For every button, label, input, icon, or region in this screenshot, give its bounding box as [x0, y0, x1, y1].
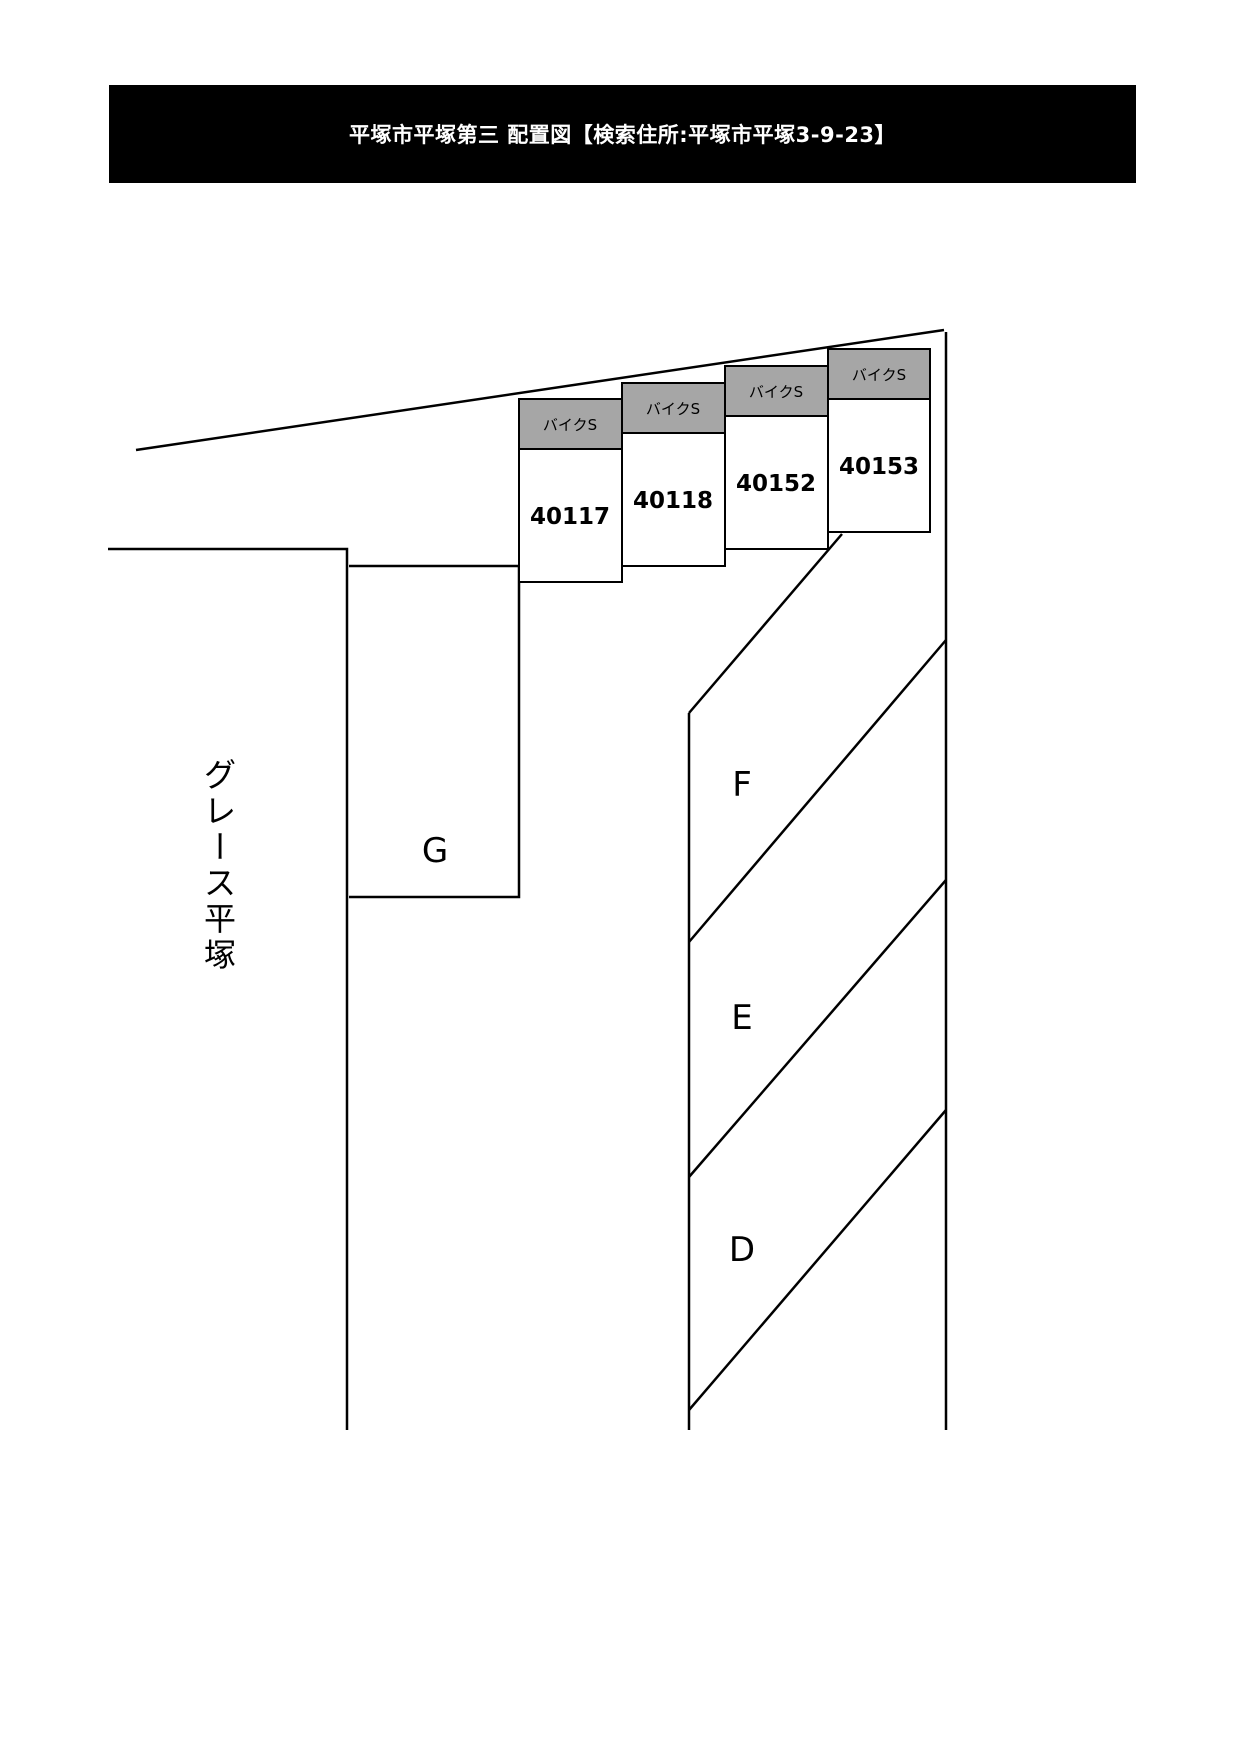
parking-slot: バイクS 40117 — [518, 398, 623, 583]
boundary-slanted-top — [135, 328, 945, 452]
slot-box — [621, 432, 726, 567]
bike-space-label: バイクS — [646, 400, 700, 418]
building-outline — [108, 547, 349, 1430]
bike-space-label: バイクS — [749, 383, 803, 401]
parking-slot: バイクS 40118 — [621, 382, 726, 567]
zone-label-d: D — [729, 1230, 755, 1270]
page-title: 平塚市平塚第三 配置図【検索住所:平塚市平塚3-9-23】 — [348, 123, 897, 147]
slot-number: 40118 — [633, 488, 713, 514]
bike-space — [724, 365, 829, 417]
zone-divider-d-bottom — [688, 1109, 947, 1411]
building-name-char: ー — [200, 830, 238, 862]
zone-divider-e-d — [688, 879, 947, 1178]
slot-number: 40152 — [736, 471, 816, 497]
building-name-char: ス — [204, 864, 236, 902]
building-name-char: レ — [204, 792, 236, 830]
building-name-char: 塚 — [204, 936, 236, 974]
building-name-char: 平 — [204, 900, 236, 938]
header-bar: 平塚市平塚第三 配置図【検索住所:平塚市平塚3-9-23】 — [109, 85, 1136, 183]
zone-label-f: F — [732, 765, 752, 805]
zone-g-outline — [349, 564, 521, 899]
bike-space — [518, 398, 623, 450]
parking-slot: バイクS 40152 — [724, 365, 829, 550]
building-name: グ レ ー ス 平 塚 — [200, 756, 238, 974]
slot-number: 40117 — [530, 504, 610, 530]
bike-space — [827, 348, 931, 400]
zone-label-g: G — [422, 831, 448, 871]
slot-box — [827, 398, 931, 533]
zone-label-e: E — [731, 998, 752, 1038]
bike-space-label: バイクS — [852, 366, 906, 384]
slot-box — [518, 448, 623, 583]
slot-box — [724, 415, 829, 550]
parking-slot: バイクS 40153 — [827, 348, 931, 533]
zone-divider-f-e — [688, 639, 947, 943]
slot-number: 40153 — [839, 454, 919, 480]
parking-entry-diagonal — [688, 533, 843, 714]
building-name-char: グ — [204, 756, 236, 794]
bike-space-label: バイクS — [543, 416, 597, 434]
